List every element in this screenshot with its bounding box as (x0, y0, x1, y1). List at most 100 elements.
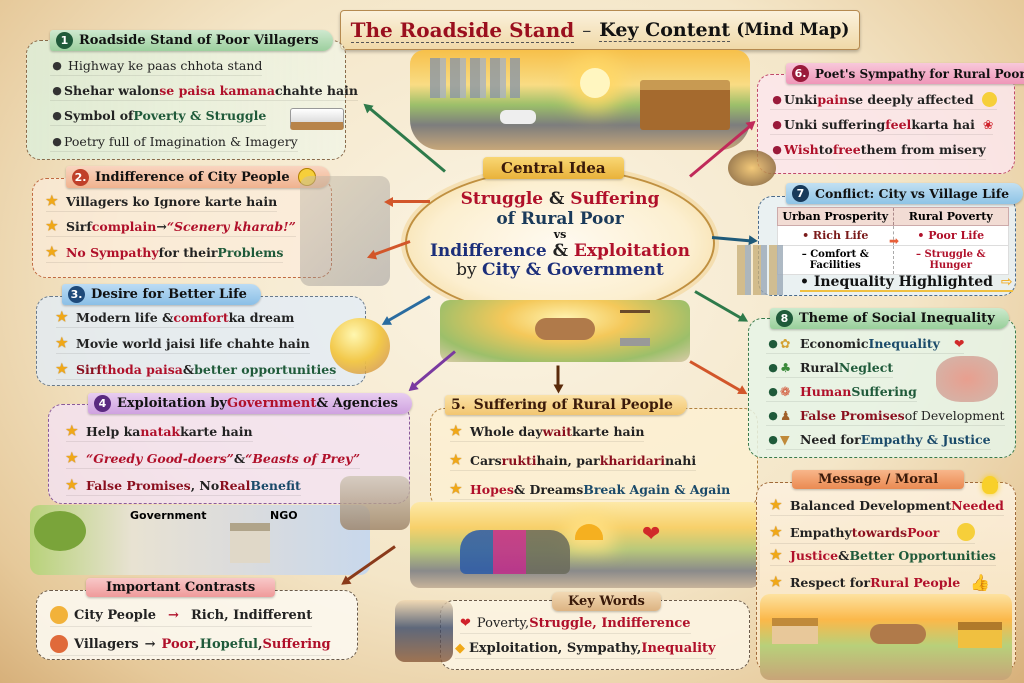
table-header-urban: Urban Prosperity (778, 208, 894, 225)
section-8-title: Theme of Social Inequality (799, 311, 995, 326)
s6-item-1: ●Unki pain se deeply affected (770, 92, 997, 110)
bullet-icon: ● (768, 361, 778, 374)
bullet-icon: ● (768, 385, 778, 398)
s4-item-3: ★False Promises, No Real Benefit (66, 478, 301, 496)
s1-item-1: ●Highway ke paas chhota stand (50, 58, 263, 76)
star-icon: ★ (56, 336, 68, 351)
contrasts-header: Important Contrasts (86, 578, 276, 597)
section-4-header: 4 Exploitation by Government & Agencies (88, 393, 412, 414)
s6-item-3: ●Wish to free them from misery (770, 142, 986, 160)
title-sub: Key Content (599, 18, 731, 42)
official-illustration (340, 476, 410, 530)
s5-item-1: ★Whole day wait karte hain (450, 424, 645, 442)
rose-icon: ❀ (982, 117, 994, 132)
arrow-to-section-4 (411, 350, 456, 389)
keywords-header: Key Words (552, 592, 661, 611)
star-icon: ★ (56, 362, 68, 377)
section-5-title: Suffering of Rural People (473, 397, 673, 413)
central-idea-text: Struggle & Suffering of Rural Poor vs In… (429, 189, 691, 281)
conflict-table: Urban Prosperity Rural Poverty • Rich Li… (777, 207, 1009, 275)
s8-item-2: ●♣Rural Neglect (766, 360, 894, 378)
bullet-icon: ● (772, 93, 782, 106)
comparison-arrow-icon: ➡ (889, 234, 900, 248)
bullet-icon: ● (52, 84, 62, 97)
moral-item-4: ★Respect for Rural People👍 (770, 573, 991, 595)
s8-item-3: ●❁Human Suffering (766, 384, 917, 402)
moral-item-3: ★Justice & Better Opportunities (770, 548, 996, 566)
section-8-header: 8 Theme of Social Inequality (770, 308, 1009, 329)
section-3-header: 3. Desire for Better Life (62, 284, 261, 305)
shell-icon: ❁ (780, 384, 791, 399)
star-icon: ★ (450, 482, 462, 497)
section-6-number: 6. (792, 65, 809, 82)
s8-item-5: ●▼Need for Empathy & Justice (766, 432, 991, 450)
heart-icon: ❤ (953, 336, 965, 351)
section-7-number: 7 (792, 185, 809, 202)
tree-icon: ♣ (780, 360, 792, 375)
s5-item-2: ★Cars rukti hain, par kharidari nahi (450, 453, 697, 471)
star-icon: ★ (66, 424, 78, 439)
ngo-label: NGO (270, 509, 298, 522)
handshake-justice-illustration (440, 300, 690, 362)
handshake-icon (535, 318, 595, 340)
section-2-header: 2. Indifference of City People (66, 166, 330, 188)
bullet-icon: ● (768, 337, 778, 350)
star-icon: ★ (46, 194, 58, 209)
contrasts-title: Important Contrasts (106, 580, 256, 595)
s1-item-4: ●Poetry full of Imagination & Imagery (50, 134, 298, 152)
star-icon: ★ (46, 219, 58, 234)
title-main: The Roadside Stand (350, 17, 575, 43)
title-paren: (Mind Map) (736, 20, 850, 40)
moral-title: Message / Moral (818, 472, 939, 487)
broken-heart-icon: ❤ (642, 522, 661, 547)
section-3-title: Desire for Better Life (91, 287, 247, 302)
star-flower-icon: ✿ (780, 336, 791, 351)
s4-item-1: ★Help ka natak karte hain (66, 424, 253, 442)
section-4-number: 4 (94, 395, 111, 412)
bullet-icon: ● (772, 118, 782, 131)
smiley-icon (981, 92, 997, 107)
building-icon (230, 523, 270, 563)
contrast-row-villagers: Villagers → Poor, Hopeful, Suffering (50, 635, 331, 656)
section-2-number: 2. (72, 168, 89, 186)
star-icon: ★ (66, 478, 78, 493)
title-banner: The Roadside Stand – Key Content (Mind M… (340, 10, 860, 50)
s4-item-2: ★“Greedy Good-doers” & “Beasts of Prey” (66, 451, 361, 469)
section-5-panel (430, 408, 758, 508)
reading-man-illustration (395, 600, 453, 662)
sun-icon (580, 68, 610, 98)
bullet-icon: ● (52, 109, 62, 122)
section-3-number: 3. (68, 286, 85, 303)
section-5-header: 5. Suffering of Rural People (445, 395, 687, 415)
arrow-to-section-7 (711, 236, 752, 243)
car-icon (500, 110, 536, 124)
bullet-icon: ● (772, 143, 782, 156)
section-1-number: 1 (56, 32, 73, 49)
arrow-to-section-2-top (390, 200, 430, 203)
star-icon: ★ (56, 310, 68, 325)
section-7-header: 7 Conflict: City vs Village Life (786, 183, 1024, 204)
sun-icon (575, 524, 603, 540)
diamond-icon: ◆ (455, 641, 465, 656)
poet-illustration (728, 150, 776, 186)
suffering-woman-illustration (936, 356, 998, 402)
table-cell: • Rich Life (778, 226, 894, 245)
section-1-title: Roadside Stand of Poor Villagers (79, 33, 319, 48)
lightbulb-icon (982, 476, 998, 494)
star-icon: ★ (46, 245, 58, 260)
section-3-panel (36, 296, 366, 386)
s6-item-2: ●Unki suffering feel karta hai❀ (770, 117, 994, 135)
section-2-title: Indifference of City People (95, 169, 290, 185)
arrow-to-section-8 (694, 290, 744, 321)
bullet-icon: ● (768, 433, 778, 446)
star-icon: ★ (450, 453, 462, 468)
person-icon: ♟ (780, 408, 792, 423)
smiley-icon (957, 523, 976, 541)
star-icon: ★ (66, 451, 78, 466)
city-people-illustration (300, 176, 390, 286)
star-icon: ★ (450, 424, 462, 439)
arrow-right-icon: ⇨ (1000, 274, 1013, 290)
star-icon: ★ (770, 575, 782, 590)
handshake-icon (870, 624, 926, 644)
dreaming-woman-illustration (330, 318, 390, 374)
